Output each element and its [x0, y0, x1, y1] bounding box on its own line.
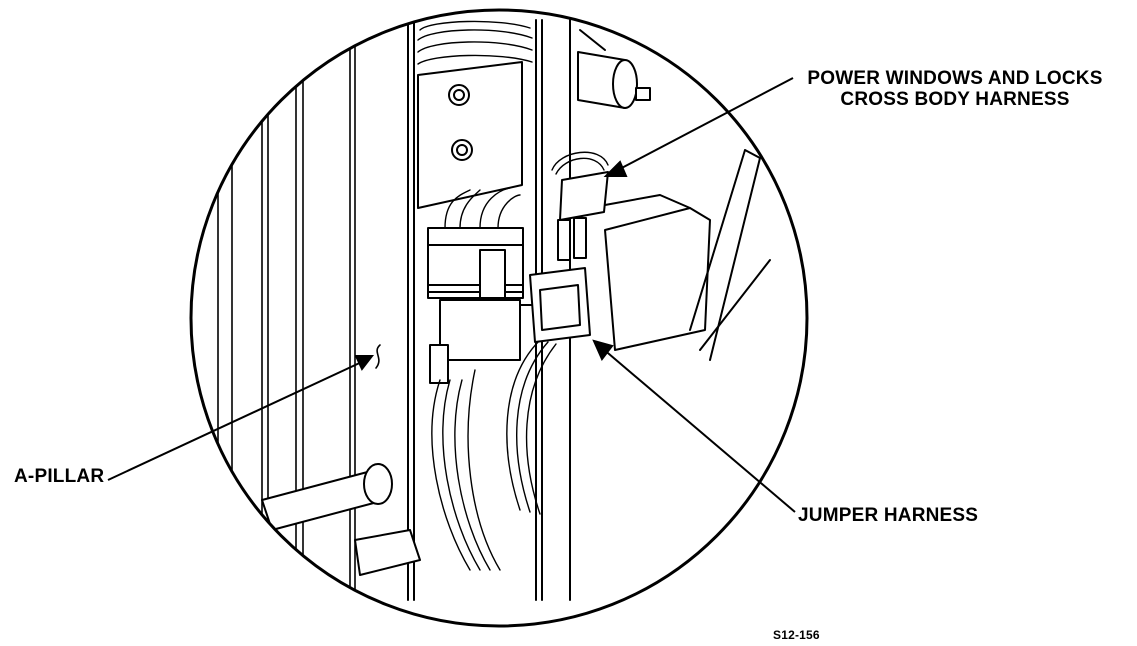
arrowhead: [603, 160, 628, 177]
cylinder-fitting: [577, 29, 651, 109]
wires-upper: [444, 187, 521, 229]
cross-body-connector: [551, 151, 609, 261]
label-power-windows-line2: CROSS BODY HARNESS: [840, 89, 1070, 110]
detail-view: [217, 19, 771, 601]
leader-power-windows: [613, 77, 794, 173]
arrowhead: [592, 339, 614, 361]
pillar-mark: [375, 344, 381, 369]
lower-pipe: [261, 463, 421, 576]
leader-lines: [107, 77, 796, 513]
harness-connector: [427, 227, 524, 384]
figure-id: S12-156: [773, 628, 820, 642]
label-power-windows-line1: POWER WINDOWS AND LOCKS: [807, 68, 1103, 89]
label-power-windows: POWER WINDOWS AND LOCKS CROSS BODY HARNE…: [780, 68, 1130, 110]
label-a-pillar: A-PILLAR: [14, 466, 105, 487]
wires-lower: [431, 339, 557, 571]
detail-circle: [189, 8, 809, 628]
jumper-connector: [519, 267, 591, 343]
label-jumper-harness: JUMPER HARNESS: [798, 505, 979, 526]
arrowhead: [354, 355, 375, 371]
door-panel-block: [604, 149, 771, 361]
bolt-hole: [451, 139, 473, 161]
mounting-bracket: [417, 61, 523, 209]
a-pillar-trim: [217, 39, 356, 601]
bolt-hole: [448, 84, 470, 106]
leader-a-pillar: [107, 359, 367, 481]
leader-jumper: [601, 347, 796, 513]
wire-bundle-top: [417, 20, 533, 65]
